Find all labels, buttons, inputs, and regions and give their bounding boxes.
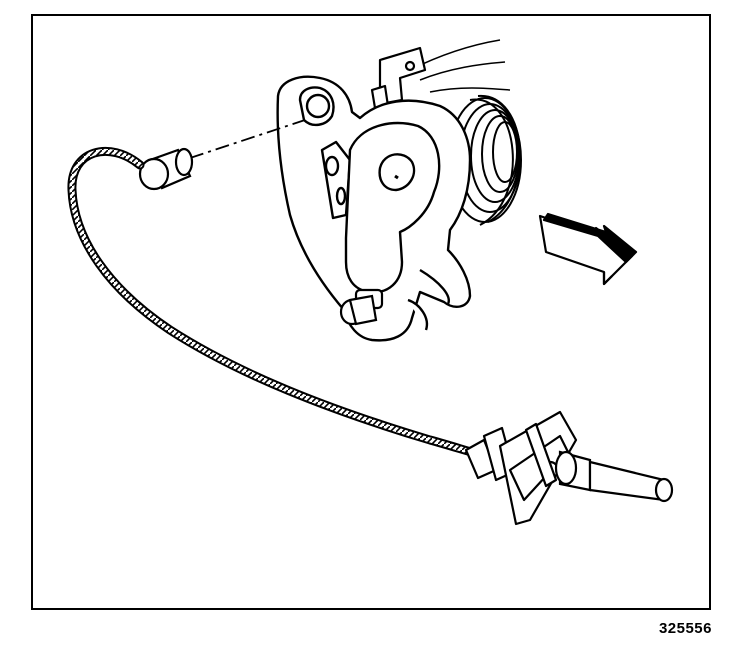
cable-plunger bbox=[554, 450, 674, 503]
upper-bracket bbox=[370, 46, 427, 110]
figure-number: 325556 bbox=[658, 620, 712, 637]
arrow-icon bbox=[538, 212, 638, 286]
actuator-housing bbox=[276, 75, 472, 342]
braided-control-cable bbox=[67, 146, 487, 460]
cylindrical-cable-end bbox=[138, 147, 194, 191]
diagram-frame bbox=[31, 14, 711, 610]
alignment-line bbox=[189, 119, 306, 159]
cable-mounting-bracket bbox=[464, 410, 578, 526]
housing-plunger bbox=[339, 288, 384, 326]
